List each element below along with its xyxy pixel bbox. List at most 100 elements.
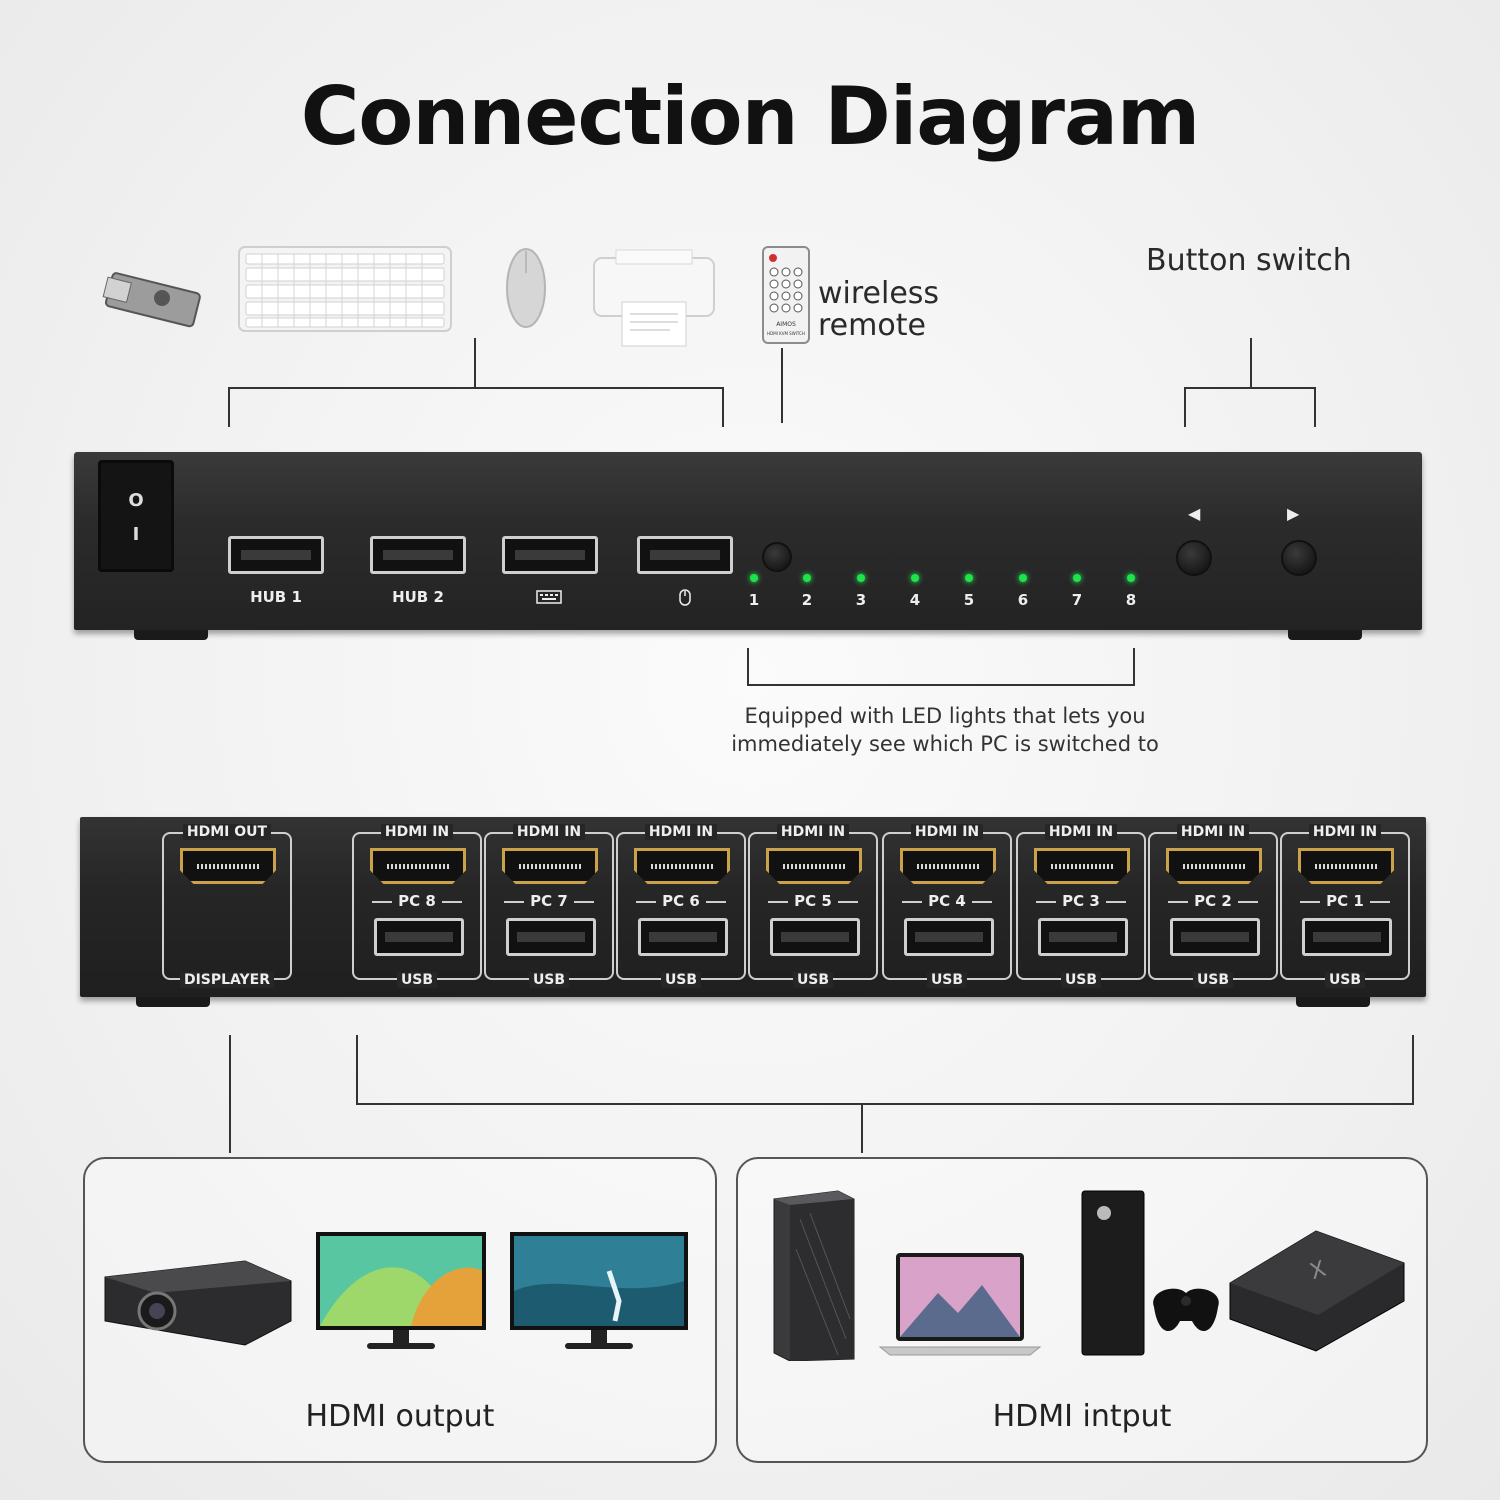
hdmi-in-port[interactable] [1298, 848, 1394, 884]
hdmi-in-port[interactable] [634, 848, 730, 884]
wireless-remote-label: wireless remote [818, 278, 939, 342]
usb-label: USB [486, 972, 612, 988]
led-indicator-5 [965, 574, 973, 582]
hdmi-out-group: HDMI OUT DISPLAYER [162, 824, 292, 988]
remote-model: HDMI KVM SWITCH [767, 331, 805, 336]
power-switch[interactable]: O I [98, 460, 174, 572]
switch-left-button[interactable] [1176, 540, 1212, 576]
led-indicator-2 [803, 574, 811, 582]
hdmi-in-port[interactable] [370, 848, 466, 884]
printer-icon [593, 249, 715, 347]
usb-label: USB [354, 972, 480, 988]
usb-label: USB [1282, 972, 1408, 988]
hdmi-in-port[interactable] [1034, 848, 1130, 884]
led-label-8: 8 [1125, 591, 1137, 609]
ir-receiver [762, 542, 792, 572]
pc-number-label: PC 2 [1150, 892, 1276, 910]
connector-line [722, 387, 724, 427]
keyboard-icon [536, 590, 562, 604]
usb-label: USB [750, 972, 876, 988]
connector-line [1184, 387, 1316, 389]
pc-input-group: HDMI IN PC 7 USB [484, 824, 614, 988]
hdmi-in-label: HDMI IN [1282, 824, 1408, 840]
led-label-5: 5 [963, 591, 975, 609]
page-title: Connection Diagram [300, 70, 1201, 163]
pc-number-label: PC 3 [1018, 892, 1144, 910]
usb-b-port[interactable] [638, 918, 728, 956]
hdmi-input-box: X HDMI intput [736, 1157, 1428, 1463]
pc-number-label: PC 5 [750, 892, 876, 910]
hdmi-out-port[interactable] [180, 848, 276, 884]
led-indicator-6 [1019, 574, 1027, 582]
pc-input-group: HDMI IN PC 1 USB [1280, 824, 1410, 988]
connector-line [861, 1103, 863, 1153]
remote-control-icon: AIMOS HDMI KVM SWITCH [762, 246, 810, 344]
led-label-3: 3 [855, 591, 867, 609]
connector-line [356, 1103, 1414, 1105]
hdmi-out-label: HDMI OUT [164, 824, 290, 840]
usb-b-port[interactable] [904, 918, 994, 956]
led-indicator-8 [1127, 574, 1135, 582]
hdmi-in-port[interactable] [766, 848, 862, 884]
hdmi-in-port[interactable] [900, 848, 996, 884]
kvm-rear-panel: HDMI OUT DISPLAYER HDMI IN PC 8 USB HDMI… [80, 817, 1426, 1007]
keyboard-icon [238, 246, 452, 332]
rubber-foot [134, 630, 208, 640]
mouse-icon [506, 248, 546, 328]
power-on-symbol: I [132, 524, 140, 545]
monitor-icon [510, 1232, 688, 1349]
hdmi-in-port[interactable] [502, 848, 598, 884]
kvm-front-panel: O I HUB 1 HUB 2 1 2 3 4 5 6 7 8 ◀ ▶ [74, 452, 1422, 640]
usb-label: USB [884, 972, 1010, 988]
usb-port-hub1[interactable] [228, 536, 324, 574]
led-label-4: 4 [909, 591, 921, 609]
connector-line [1412, 1035, 1414, 1105]
hdmi-in-label: HDMI IN [1018, 824, 1144, 840]
monitor-icon [316, 1232, 486, 1349]
connector-line [474, 338, 476, 388]
connector-line [1184, 387, 1186, 427]
hdmi-in-label: HDMI IN [618, 824, 744, 840]
hdmi-in-label: HDMI IN [750, 824, 876, 840]
usb-b-port[interactable] [506, 918, 596, 956]
pc-input-group: HDMI IN PC 5 USB [748, 824, 878, 988]
connector-line [228, 387, 724, 389]
usb-b-port[interactable] [1038, 918, 1128, 956]
hdmi-in-label: HDMI IN [354, 824, 480, 840]
pc-input-group: HDMI IN PC 2 USB [1148, 824, 1278, 988]
led-note: Equipped with LED lights that lets you i… [680, 702, 1210, 758]
hdmi-in-label: HDMI IN [486, 824, 612, 840]
connector-line [228, 387, 230, 427]
led-label-1: 1 [748, 591, 760, 609]
connector-line [747, 648, 749, 686]
usb-b-port[interactable] [1170, 918, 1260, 956]
desktop-pc-icon [773, 1190, 855, 1361]
pc-input-group: HDMI IN PC 4 USB [882, 824, 1012, 988]
connector-line [1250, 338, 1252, 388]
hdmi-in-port[interactable] [1166, 848, 1262, 884]
led-label-2: 2 [801, 591, 813, 609]
wireless-remote-line1: wireless [818, 276, 940, 311]
projector-icon [104, 1260, 292, 1346]
rubber-foot [1296, 997, 1370, 1007]
pc-input-group: HDMI IN PC 8 USB [352, 824, 482, 988]
displayer-label: DISPLAYER [164, 972, 290, 988]
pc-input-group: HDMI IN PC 6 USB [616, 824, 746, 988]
tv-box-icon: X [1229, 1230, 1405, 1352]
usb-b-port[interactable] [1302, 918, 1392, 956]
usb-b-port[interactable] [374, 918, 464, 956]
rubber-foot [1288, 630, 1362, 640]
usb-b-port[interactable] [770, 918, 860, 956]
remote-brand: AIMOS [776, 321, 796, 328]
usb-port-mouse[interactable] [637, 536, 733, 574]
left-arrow-icon: ◀ [1188, 504, 1201, 523]
hub1-label: HUB 1 [250, 588, 302, 606]
connector-line [229, 1035, 231, 1153]
switch-right-button[interactable] [1281, 540, 1317, 576]
led-indicator-4 [911, 574, 919, 582]
led-indicator-1 [750, 574, 758, 582]
usb-port-hub2[interactable] [370, 536, 466, 574]
hdmi-output-label: HDMI output [305, 1399, 495, 1434]
usb-flash-drive-icon [102, 272, 201, 328]
usb-port-keyboard[interactable] [502, 536, 598, 574]
